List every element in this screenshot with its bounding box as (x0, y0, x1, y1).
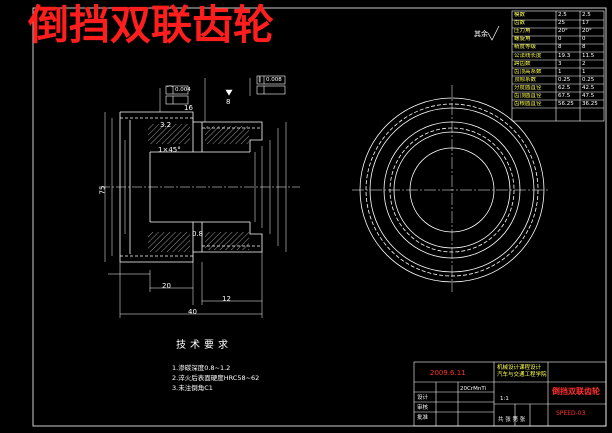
param-value: 3 (558, 60, 562, 67)
tol-symbol-1: ⌒ (167, 86, 174, 93)
param-value: 20° (582, 28, 592, 35)
param-value: 56.25 (558, 101, 574, 108)
title-block-material: 20CrMnTi (460, 386, 487, 392)
dim-note-a: 0.8 (192, 230, 204, 238)
title-block-school: 机械设计课程设计 (497, 365, 542, 371)
hatch-lower-left (148, 232, 190, 252)
side-view (352, 85, 550, 292)
dim-h-b: 8 (226, 98, 231, 106)
param-name: 齿顶圆直径 (514, 93, 542, 99)
param-value: 0.25 (558, 76, 571, 83)
param-value: 0.25 (582, 76, 595, 83)
title-block-part-name: 倒挡双联齿轮 (552, 387, 600, 396)
roughness-symbol (487, 25, 500, 41)
param-name: 顶隙系数 (514, 76, 537, 83)
tol-symbol-2: ∥ (258, 76, 261, 83)
dim-chamfer: 1×45° (158, 146, 181, 154)
param-value: 42.5 (582, 84, 595, 91)
sheet-border (32, 7, 607, 427)
title-block-grid (413, 361, 607, 427)
param-name: 齿数 (514, 20, 526, 27)
tolerance-frames (165, 75, 286, 105)
title-block-scale: 1:1 (500, 396, 509, 402)
dim-w-left: 20 (162, 282, 171, 290)
param-value: 2 (582, 60, 586, 67)
param-value: 1 (582, 68, 586, 75)
param-name: 精度等级 (514, 44, 537, 51)
tol-value-1: 0.004 (175, 87, 191, 93)
dim-h-a: 16 (184, 104, 193, 112)
dim-total: 40 (188, 308, 197, 316)
tol-value-2: 0.008 (266, 77, 282, 83)
param-value: 2.5 (558, 12, 567, 18)
dim-w-right: 12 (222, 295, 231, 303)
param-name: 跨齿数 (514, 60, 531, 67)
dim-note-b: 3.2 (160, 121, 172, 129)
param-value: 8 (558, 44, 562, 51)
roughness-note: 其余 (474, 30, 488, 38)
hatch-upper-left (148, 124, 190, 144)
param-name: 齿根圆直径 (514, 101, 542, 108)
title-block-school2: 汽车与交通工程学院 (497, 372, 547, 378)
param-value: 62.5 (558, 84, 571, 91)
param-value: 19.3 (558, 52, 571, 59)
title-block-approver: 批准 (417, 415, 429, 421)
param-value: 47.5 (582, 93, 595, 99)
title-block-designer: 设计 (417, 395, 429, 401)
param-value: 17 (582, 20, 589, 27)
param-name: 分度圆直径 (514, 84, 542, 91)
title-block-drawing-no: SPEED-03 (556, 410, 586, 417)
param-name: 螺旋角 (514, 36, 531, 43)
hatch-lower-right (205, 232, 249, 250)
drawing-title: 倒挡双联齿轮 (28, 1, 274, 49)
param-value: 36.25 (582, 101, 598, 108)
param-value: 20° (558, 28, 568, 35)
hatch-upper-right (205, 126, 249, 144)
title-block-checker: 审核 (417, 405, 429, 411)
param-value: 0 (582, 36, 586, 43)
param-value: 25 (558, 20, 565, 27)
title-block-sheet: 共 张 第 张 (498, 417, 526, 423)
gear-outline-upper (120, 111, 263, 152)
param-value: 1 (558, 68, 562, 75)
param-name: 压力角 (514, 28, 531, 35)
param-value: 67.5 (558, 93, 571, 99)
param-name: 齿顶高系数 (514, 68, 542, 75)
requirements-title: 技术要求 (176, 340, 232, 351)
param-table-grid (511, 10, 605, 122)
title-block-stamp: 2009.6.11 (430, 369, 466, 377)
requirement-3: 3.未注倒角C1 (172, 384, 213, 392)
requirement-2: 2.淬火后表面硬度HRC58~62 (172, 374, 260, 382)
param-value: 11.5 (582, 52, 595, 59)
param-name: 模数 (514, 12, 526, 18)
param-name: 公法线长度 (514, 52, 542, 59)
dimension-lines (104, 78, 287, 318)
param-value: 0 (558, 36, 562, 43)
dim-d-overall: 75 (98, 185, 107, 195)
param-value: 2.5 (582, 12, 591, 18)
param-value: 8 (582, 44, 586, 51)
requirement-1: 1.渗碳深度0.8~1.2 (172, 364, 231, 372)
